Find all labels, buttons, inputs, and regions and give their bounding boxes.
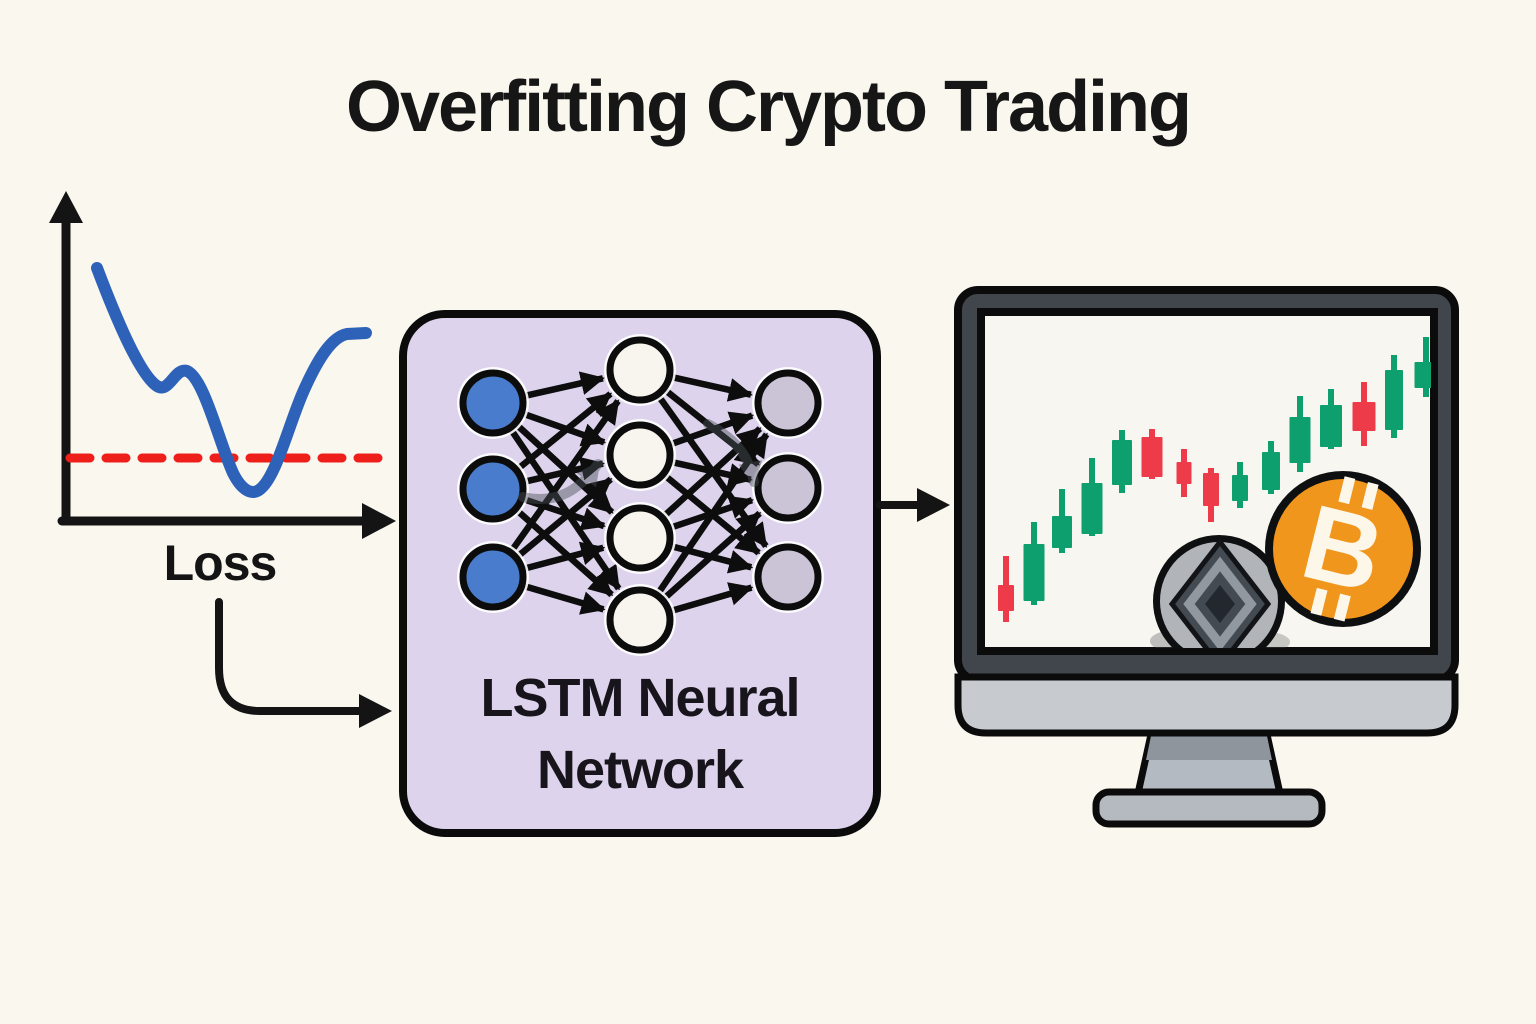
network-edge xyxy=(523,583,606,615)
lstm-box-label-line1: LSTM Neural xyxy=(480,668,800,728)
lstm-box xyxy=(399,310,881,837)
recurrent-arrow-icon xyxy=(518,459,603,505)
screen-content: B xyxy=(998,337,1431,648)
candle-body xyxy=(1112,440,1132,485)
candlestick-chart xyxy=(998,337,1431,622)
monitor: B xyxy=(954,286,1459,828)
monitor-stand-shade xyxy=(1146,736,1272,760)
network-edge xyxy=(516,391,613,471)
hidden-node xyxy=(606,586,674,654)
lstm-box-label: LSTM Neural Network xyxy=(403,662,877,806)
x-axis-arrowhead-icon xyxy=(362,503,396,539)
page-title: Overfitting Crypto Trading xyxy=(345,67,1192,147)
output-node xyxy=(754,543,822,611)
monitor-base xyxy=(1092,788,1326,828)
lstm-to-monitor-arrow xyxy=(876,488,950,522)
candle-body xyxy=(1023,544,1045,601)
candle-body xyxy=(998,585,1014,611)
candle-body xyxy=(1081,483,1103,534)
candle-body xyxy=(1232,475,1248,501)
hidden-node xyxy=(606,336,674,404)
candle-body xyxy=(1203,473,1219,506)
candle-body xyxy=(1141,437,1163,477)
loss-curve xyxy=(91,262,372,498)
network-edge xyxy=(670,582,754,614)
neural-network xyxy=(457,334,824,656)
network-edge xyxy=(662,426,763,519)
candle-body xyxy=(1052,516,1072,548)
network-edge xyxy=(524,541,606,572)
bitcoin-coin-icon: B xyxy=(1265,471,1421,627)
candle-body xyxy=(1176,462,1192,484)
loss-plot xyxy=(49,191,396,539)
y-axis-arrowhead-icon xyxy=(49,191,83,223)
network-edge xyxy=(670,411,755,448)
candle-body xyxy=(1414,362,1431,388)
arrowhead-icon xyxy=(917,488,950,522)
output-node xyxy=(754,454,822,522)
candle-body xyxy=(1352,402,1376,431)
recurrent-arrow-icon xyxy=(703,419,763,487)
hidden-node xyxy=(606,421,674,489)
ethereum-coin-icon xyxy=(1153,535,1285,648)
candle-body xyxy=(1262,452,1280,490)
network-edge xyxy=(516,476,613,559)
input-node xyxy=(459,455,527,523)
recurrent-arrows xyxy=(518,419,763,505)
network-edge xyxy=(671,374,753,402)
network-edge xyxy=(523,496,606,531)
network-edge xyxy=(509,399,621,552)
hidden-node xyxy=(606,504,674,572)
lstm-box-label-line2: Network xyxy=(536,740,744,800)
input-node xyxy=(459,543,527,611)
candle-body xyxy=(1320,405,1342,447)
loss-axis-label: Loss xyxy=(163,535,278,591)
candle-body xyxy=(1289,417,1311,463)
candle-body xyxy=(1385,370,1403,430)
monitor-chin xyxy=(954,673,1459,737)
output-node xyxy=(754,369,822,437)
loss-to-lstm-arrow xyxy=(215,598,392,728)
input-node xyxy=(459,369,527,437)
network-edge xyxy=(662,510,762,601)
arrowhead-icon xyxy=(359,694,392,728)
network-edge xyxy=(524,371,605,399)
